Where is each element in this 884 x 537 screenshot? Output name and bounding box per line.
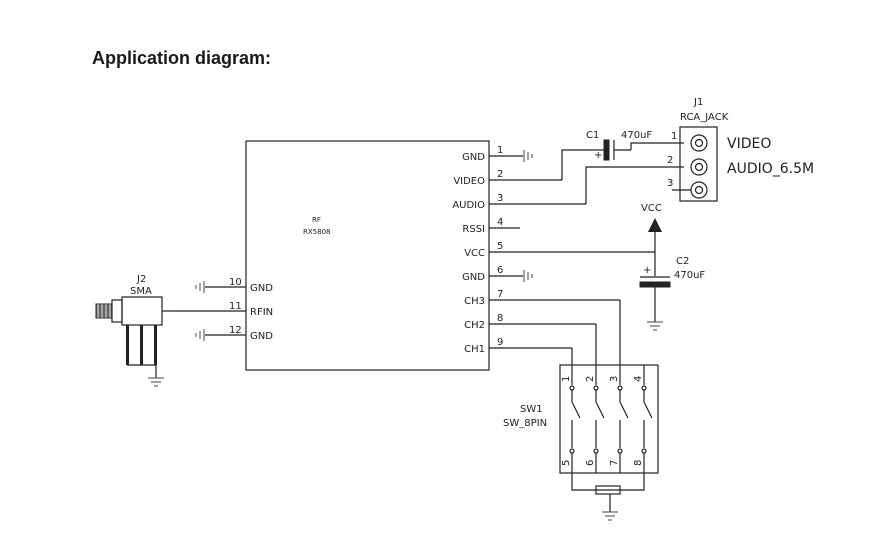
sw1-switch-contacts (569, 300, 653, 521)
sw1-pin8-number: 8 (633, 460, 644, 466)
video-trace (561, 149, 595, 180)
pin4-number: 4 (497, 217, 503, 228)
pin5-number: 5 (497, 241, 503, 252)
pin5-label: VCC (464, 248, 485, 259)
pin10-number: 10 (229, 277, 242, 288)
module-left-pins: GND RFIN GND 10 11 12 (170, 277, 273, 342)
rx5808-module-body (245, 140, 490, 371)
vcc-label: VCC (641, 203, 662, 214)
pin8-label: CH2 (464, 320, 485, 331)
sma-connector-icon (95, 296, 170, 387)
pin11-number: 11 (229, 301, 242, 312)
pin7-number: 7 (497, 289, 503, 300)
sw1-pin5-number: 5 (561, 460, 572, 466)
audio-trace (585, 166, 684, 204)
c1-capacitor-symbol (595, 139, 684, 161)
pin4-label: RSSI (462, 224, 485, 235)
pin2-label: VIDEO (453, 176, 485, 187)
sw1-name: SW_8PIN (503, 418, 547, 429)
j1-ref: J1 (693, 97, 703, 108)
vcc-arrow-icon (648, 218, 662, 232)
pin6-ground-icon (523, 270, 533, 282)
pin7-label: CH3 (464, 296, 485, 307)
pin10-label: GND (250, 283, 273, 294)
page-heading: Application diagram: (92, 48, 272, 68)
pin1-ground-icon (523, 150, 533, 162)
sw1-pin4-number: 4 (633, 376, 644, 382)
c2-plus: + (643, 265, 651, 276)
pin10-ground-icon (195, 281, 205, 293)
pin3-number: 3 (497, 193, 503, 204)
j1-pin1-number: 1 (671, 131, 677, 142)
j1-circle-3 (690, 181, 708, 199)
sw1-pin1-number: 1 (561, 376, 572, 382)
module-right-pins: GND VIDEO AUDIO RSSI VCC GND CH3 CH2 CH1… (452, 145, 655, 355)
pin9-number: 9 (497, 337, 503, 348)
pin12-label: GND (250, 331, 273, 342)
j1-circle-1 (690, 134, 708, 152)
j1-video-label: VIDEO (727, 136, 771, 152)
c2-ground-icon (647, 321, 663, 331)
pin6-label: GND (462, 272, 485, 283)
c2-capacitor-symbol (639, 276, 671, 322)
j1-pin2-number: 2 (667, 155, 673, 166)
sw1-pin7-number: 7 (609, 460, 620, 466)
pin8-number: 8 (497, 313, 503, 324)
j2-ref: J2 (136, 274, 146, 285)
c1-value: 470uF (621, 130, 652, 141)
pin12-ground-icon (195, 329, 205, 341)
pin2-number: 2 (497, 169, 503, 180)
j2-name: SMA (130, 286, 152, 297)
c2-ref: C2 (676, 256, 689, 267)
j1-circle-2 (690, 158, 708, 176)
pin9-label: CH1 (464, 344, 485, 355)
sw1-ref: SW1 (520, 404, 543, 415)
sw1-pin6-number: 6 (585, 460, 596, 466)
sw1-pin2-number: 2 (585, 376, 596, 382)
pin6-number: 6 (497, 265, 503, 276)
c2-value: 470uF (674, 270, 705, 281)
c1-ref: C1 (586, 130, 599, 141)
pin12-number: 12 (229, 325, 242, 336)
module-logo-text: RF (312, 216, 321, 224)
j1-jack-circles (690, 134, 708, 199)
c1-plus: + (594, 150, 602, 161)
j1-audio-label: AUDIO_6.5M (727, 161, 814, 177)
module-part-number: RX5808 (303, 228, 330, 236)
j1-rca-jack-body (679, 126, 718, 202)
sw1-switch-body (559, 364, 659, 474)
j1-pin3-number: 3 (667, 178, 673, 189)
pin1-label: GND (462, 152, 485, 163)
pin3-label: AUDIO (452, 200, 485, 211)
j1-name: RCA_JACK (680, 112, 729, 123)
pin1-number: 1 (497, 145, 503, 156)
sw1-pin3-number: 3 (609, 376, 620, 382)
pin11-label: RFIN (250, 307, 273, 318)
